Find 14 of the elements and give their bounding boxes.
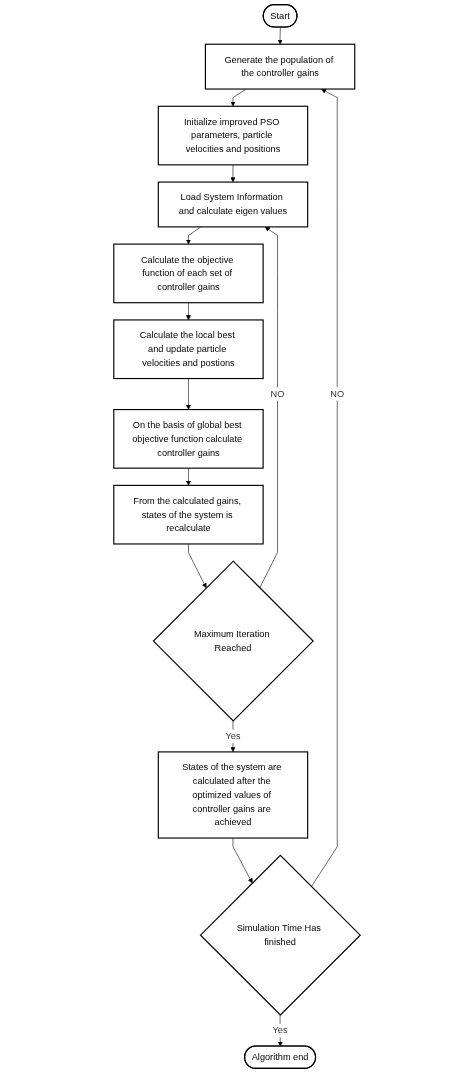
node-box: Calculate the objective function of each set of controller gains [113,243,264,304]
edge-label: Yes [272,1025,288,1036]
edge-label: NO [270,388,285,399]
node-diamond: Maximum Iteration Reached [152,560,314,722]
node-box: On the basis of global best objective function calculate controller gains [113,409,264,469]
node-box: From the calculated gains, states of the system is recalculate [113,484,264,545]
node-diamond: Simulation Time Has finished [199,854,362,1016]
node-box: States of the system are calculated after the optimized values of controller gains are achieved [157,751,309,839]
node-box: Calculate the local best and update particle velocities and postions [113,319,264,380]
node-box: Load System Information and calculate eigen values [157,181,309,228]
node-box: Generate the population of the controller gains [204,43,356,90]
edge-label: Yes [225,731,241,741]
edge-label: NO [330,388,345,399]
node-box: Initialize improved PSO parameters, particle velocities and positions [157,105,309,166]
